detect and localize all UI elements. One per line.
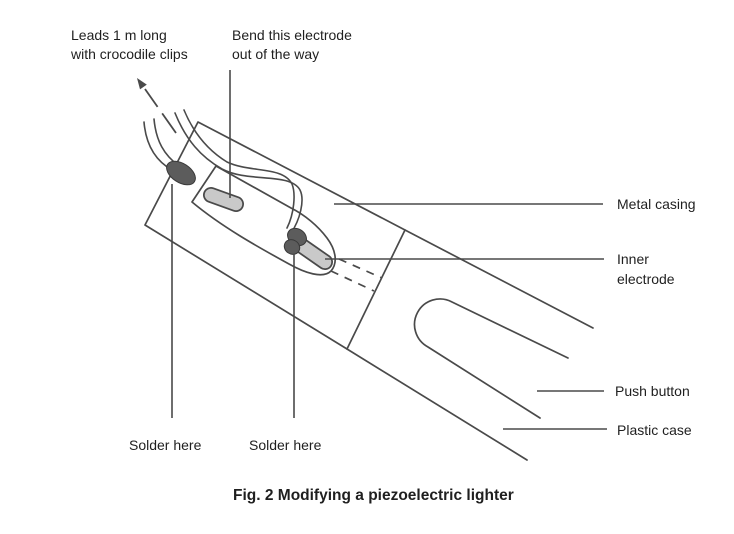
label-leads-line2: with crocodile clips <box>71 46 188 62</box>
figure-caption: Fig. 2 Modifying a piezoelectric lighter <box>233 487 514 504</box>
label-solder-here-right: Solder here <box>249 437 322 453</box>
push-button-outline <box>413 298 569 419</box>
leader-lines <box>171 70 607 430</box>
label-inner-electrode-line1: Inner <box>617 251 649 267</box>
label-leads-line1: Leads 1 m long <box>71 27 167 43</box>
wire-leads <box>143 109 303 234</box>
solder-blob-casing <box>166 160 196 186</box>
bent-electrode <box>203 187 244 212</box>
label-bend-line1: Bend this electrode <box>232 27 352 43</box>
hidden-electrode-dashes <box>330 258 383 292</box>
label-leads: Leads 1 m long with crocodile clips <box>71 26 188 64</box>
label-metal-casing: Metal casing <box>617 196 696 212</box>
label-solder-here-left: Solder here <box>129 437 202 453</box>
metal-casing-outline <box>144 121 406 350</box>
leads-direction-arrow-icon <box>137 78 177 134</box>
label-bend-line2: out of the way <box>232 46 320 62</box>
label-inner-electrode: Inner electrode <box>617 249 675 289</box>
label-bend-electrode: Bend this electrode out of the way <box>232 26 352 64</box>
label-plastic-case: Plastic case <box>617 422 692 438</box>
label-push-button: Push button <box>615 383 690 399</box>
solder-blob-electrode <box>283 227 307 255</box>
plastic-case-lines <box>346 229 594 461</box>
label-inner-electrode-line2: electrode <box>617 271 675 287</box>
inner-electrode-shape <box>294 238 333 270</box>
casing-opening-slot <box>191 165 337 276</box>
